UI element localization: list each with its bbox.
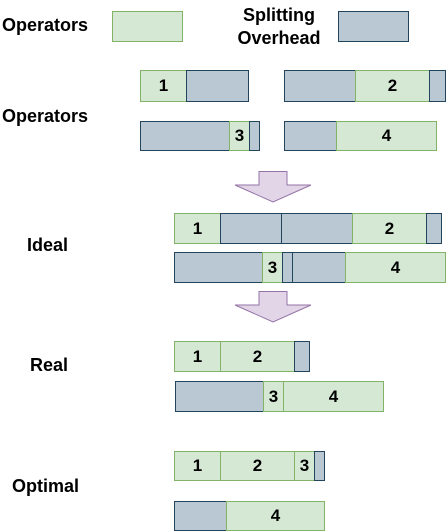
legend-operators-label: Operators [2,15,89,35]
legend-overhead-swatch [338,11,409,42]
row-label-operators: Operators [2,106,89,126]
operator-4: 4 [336,121,437,151]
legend-overhead-line1: Splitting [243,5,315,25]
ideal-operator-1: 1 [174,213,221,244]
overhead-block [174,501,227,531]
overhead-block [426,213,442,244]
operator-3: 3 [229,121,250,151]
overhead-block [281,213,353,244]
legend-overhead-label: Splitting Overhead [226,4,332,50]
overhead-block [284,70,356,102]
row-label-ideal: Ideal [27,235,69,255]
optimal-operator-1: 1 [174,451,221,481]
row-label-real: Real [30,355,69,375]
row-label-optimal: Optimal [12,476,80,496]
overhead-block [429,70,446,102]
overhead-block [314,451,325,481]
legend-operator-swatch [112,11,183,42]
optimal-operator-3: 3 [294,451,315,481]
operator-2: 2 [355,70,430,102]
ideal-operator-2: 2 [352,213,427,244]
overhead-block [294,341,310,372]
real-operator-3: 3 [263,381,284,412]
overhead-block [249,121,260,151]
overhead-block [284,121,337,151]
overhead-block [292,252,346,283]
overhead-block [174,252,263,283]
optimal-operator-4: 4 [226,501,325,531]
real-operator-4: 4 [283,381,384,412]
ideal-operator-3: 3 [262,252,283,283]
overhead-block [186,70,249,102]
real-operator-1: 1 [174,341,221,372]
overhead-block [220,213,282,244]
overhead-block [140,121,230,151]
legend-overhead-line2: Overhead [237,28,321,48]
optimal-operator-2: 2 [220,451,295,481]
real-operator-2: 2 [220,341,295,372]
ideal-operator-4: 4 [345,252,446,283]
down-arrow-icon [234,291,312,323]
down-arrow-icon [234,171,312,203]
overhead-block [175,381,264,412]
operator-1: 1 [140,70,187,102]
